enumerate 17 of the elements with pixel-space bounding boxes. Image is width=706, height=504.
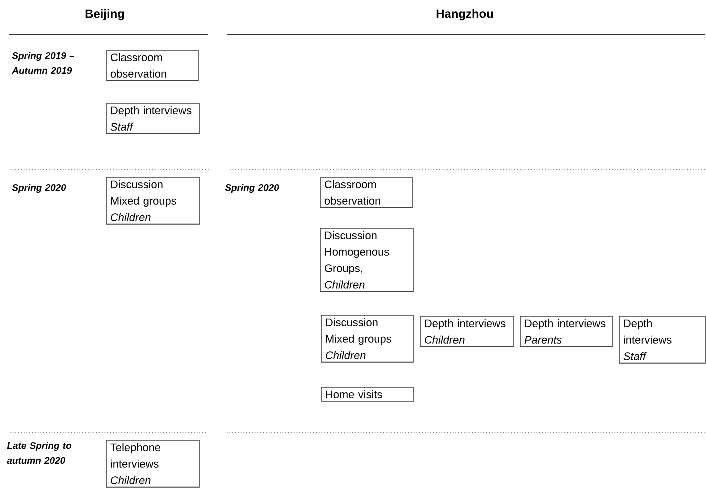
method-box: Depth interviews Parents — [520, 316, 613, 348]
method-box: Classroom observation — [106, 50, 199, 82]
method-box: Home visits — [321, 387, 414, 402]
method-box: Depth interviews Staff — [106, 103, 200, 134]
method-box: Depth interviews Children — [420, 316, 514, 348]
method-box: Classroom observation — [320, 177, 413, 208]
period-label: Spring 2019 – Autumn 2019 — [12, 52, 75, 74]
method-box: Discussion Mixed groups Children — [106, 177, 200, 225]
period-label: Late Spring to autumn 2020 — [7, 442, 72, 464]
period-label: Spring 2020 — [12, 184, 66, 194]
column-heading: Hangzhou — [436, 9, 494, 21]
method-box: Discussion Mixed groups Children — [321, 315, 414, 363]
method-box: Depth interviews Staff — [619, 316, 706, 364]
method-box: Telephone interviews Children — [106, 440, 200, 488]
column-heading: Beijing — [86, 9, 124, 21]
method-box: Discussion Homogenous Groups, Children — [320, 228, 414, 292]
period-label: Spring 2020 — [225, 184, 280, 194]
